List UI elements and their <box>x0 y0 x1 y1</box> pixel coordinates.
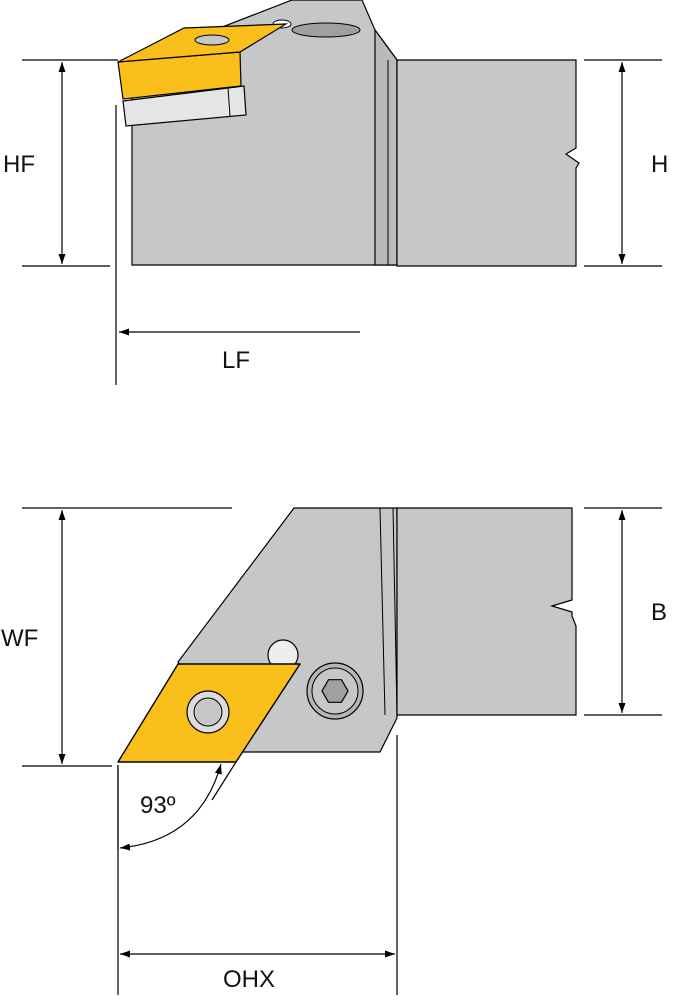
shoulder-line-2 <box>392 507 398 716</box>
hex-socket-icon <box>321 679 349 703</box>
h-label: H <box>651 151 668 178</box>
lf-label: LF <box>222 347 250 374</box>
shank-top <box>396 507 577 716</box>
angle-label: 93º <box>140 792 176 819</box>
insert-hole-inner <box>193 697 223 727</box>
clamp-hole <box>291 22 361 38</box>
angle-arc <box>119 763 222 851</box>
ohx-label: OHX <box>223 966 275 993</box>
head-shoulder-face <box>374 28 398 266</box>
shim-edge <box>227 87 231 117</box>
wf-label: WF <box>1 625 38 652</box>
top-view: WF B 93º OHX <box>1 507 667 995</box>
insert-shim <box>122 85 247 127</box>
insert-hole-side <box>194 34 230 46</box>
side-view: HF H LF <box>3 0 668 385</box>
hf-label: HF <box>3 151 35 178</box>
shank-side <box>396 59 580 267</box>
shoulder-line-1 <box>379 507 386 716</box>
b-label: B <box>651 599 667 626</box>
clamp-screw <box>306 662 364 720</box>
